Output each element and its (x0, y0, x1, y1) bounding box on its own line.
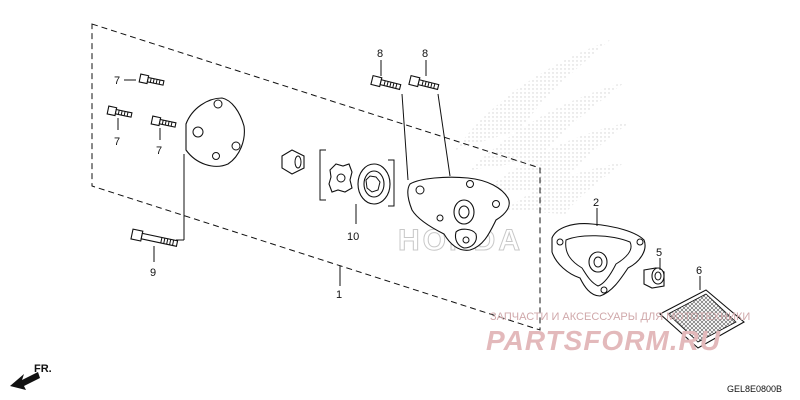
callout-6: 6 (696, 265, 702, 277)
bolt-8-a (370, 74, 402, 91)
honda-wing-logo (455, 40, 630, 214)
bolt-8-b (408, 74, 440, 91)
bolt-7-c (150, 115, 177, 128)
drive-pin (281, 149, 305, 175)
inner-rotor (328, 163, 353, 193)
oil-pump-body (407, 176, 510, 251)
bolt-7-b (106, 105, 133, 118)
callout-1: 1 (336, 289, 342, 301)
callout-8-b: 8 (422, 48, 428, 60)
diagram-code: GEL8E0800B (727, 384, 782, 394)
gasket (551, 223, 646, 297)
callout-5: 5 (656, 247, 662, 259)
pump-cover-plate (185, 97, 245, 167)
outer-rotor (357, 163, 391, 205)
rotor-set-bracket (319, 149, 395, 224)
collar (643, 267, 665, 289)
oil-strainer-screen (659, 289, 745, 349)
assembly-frame (91, 23, 541, 331)
callout-7-a: 7 (114, 75, 120, 87)
front-direction-arrow-icon (10, 372, 40, 390)
callout-8-a: 8 (377, 48, 383, 60)
direction-label: FR. (34, 363, 52, 375)
watermark-site: PARTSFORM.RU (486, 325, 721, 356)
bolt-9 (130, 228, 179, 247)
bolt-7-a (138, 73, 165, 86)
callout-7-c: 7 (156, 145, 162, 157)
callout-2: 2 (593, 197, 599, 209)
callout-9: 9 (150, 267, 156, 279)
watermark-caption: ЗАПЧАСТИ И АКСЕССУАРЫ ДЛЯ МОТОТЕХНИКИ (490, 311, 750, 323)
callout-7-b: 7 (114, 136, 120, 148)
callout-10: 10 (347, 231, 359, 243)
